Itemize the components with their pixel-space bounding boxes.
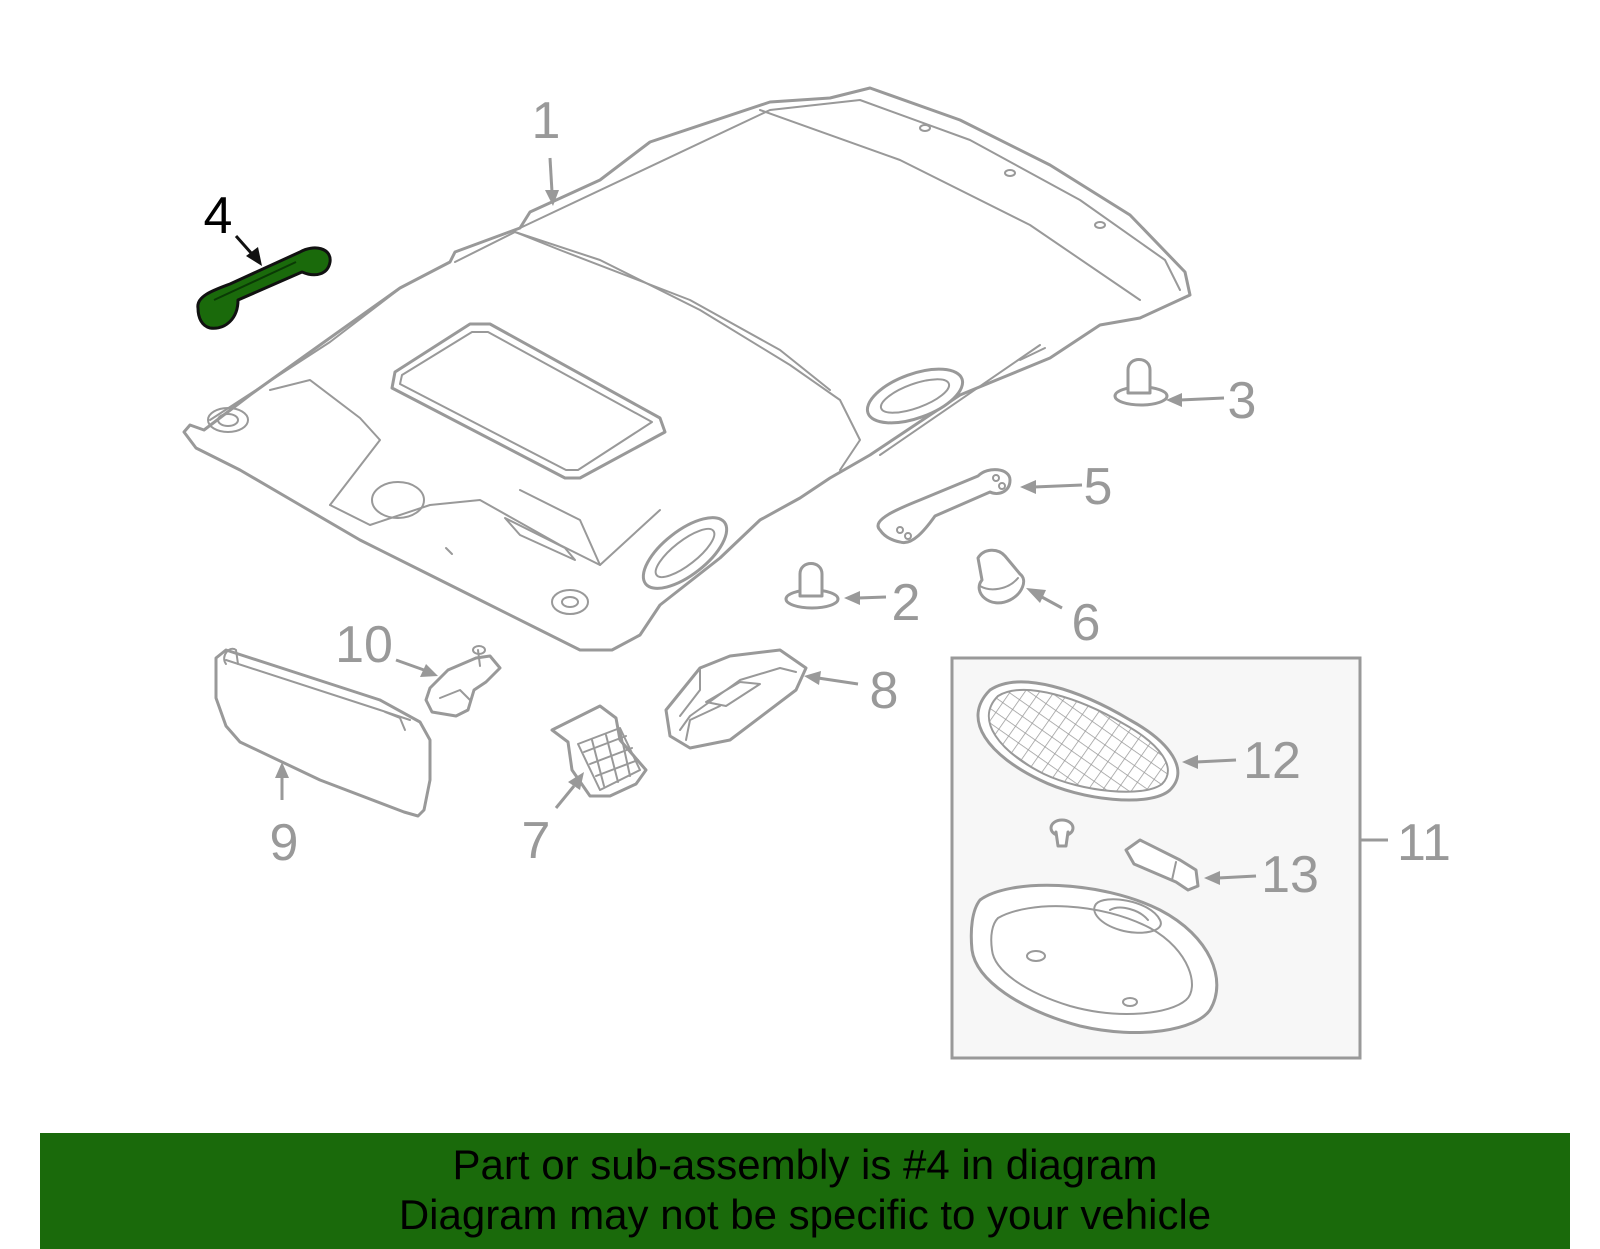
callout-labels: 1 2 3 4 5 6 7 8 9 10 11 12 13 — [204, 92, 1451, 904]
parts-diagram: 1 2 3 4 5 6 7 8 9 10 11 12 13 — [182, 86, 1451, 1060]
visor-bracket-part-10[interactable] — [424, 645, 502, 718]
grab-handle-part-5[interactable] — [876, 468, 1012, 545]
callout-7: 7 — [522, 812, 551, 870]
grab-handle-highlighted[interactable] — [196, 246, 332, 330]
console-part-8[interactable] — [664, 648, 808, 750]
headliner-part[interactable] — [182, 86, 1192, 652]
banner-part-note: Part or sub-assembly is #4 in diagram — [452, 1141, 1158, 1188]
callout-2: 2 — [892, 574, 921, 632]
fastener-part-2[interactable] — [784, 562, 840, 610]
lamp-bulb-part-13[interactable] — [1124, 838, 1200, 892]
callout-9: 9 — [270, 814, 299, 872]
leader-lines — [234, 157, 1388, 885]
callout-8: 8 — [870, 662, 899, 720]
cap-part-6[interactable] — [976, 548, 1026, 605]
lamp-lens-part-12[interactable] — [976, 680, 1180, 802]
callout-12: 12 — [1243, 732, 1301, 790]
callout-13: 13 — [1261, 846, 1319, 904]
callout-6: 6 — [1072, 594, 1101, 652]
lamp-housing[interactable] — [969, 883, 1219, 1035]
callout-10: 10 — [335, 616, 393, 674]
grille-part-7[interactable] — [550, 704, 648, 798]
callout-4: 4 — [204, 187, 233, 245]
callout-5: 5 — [1084, 458, 1113, 516]
callout-11: 11 — [1397, 814, 1451, 872]
banner-disclaimer: Diagram may not be specific to your vehi… — [398, 1191, 1212, 1238]
callout-3: 3 — [1228, 372, 1257, 430]
fastener-part-3[interactable] — [1113, 358, 1169, 407]
lamp-clip[interactable] — [1049, 818, 1075, 848]
sun-visor-part-9[interactable] — [214, 647, 432, 818]
dome-lamp-inset[interactable] — [950, 656, 1362, 1060]
callout-1: 1 — [532, 92, 561, 150]
info-banner: Part or sub-assembly is #4 in diagram Di… — [40, 1133, 1570, 1249]
